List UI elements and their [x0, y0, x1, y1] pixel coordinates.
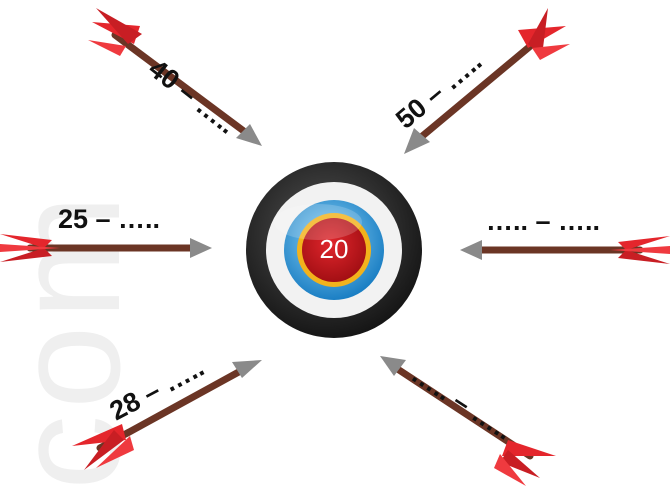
arrow-tip-icon — [404, 128, 430, 154]
arrow-tip-icon — [380, 356, 406, 376]
arrow-tip-icon — [460, 240, 482, 260]
arrow-tip-icon — [190, 238, 212, 258]
arrow-left — [0, 234, 212, 262]
label-left: 25 – ….. — [58, 204, 161, 234]
arrow-bottom-right — [380, 356, 556, 486]
arrow-tip-icon — [236, 124, 262, 146]
arrow-tip-icon — [232, 360, 262, 378]
arrow-right — [460, 236, 670, 264]
arrow-top-right — [404, 8, 570, 154]
arrow-bottom-left — [72, 360, 262, 470]
label-right: ….. – ….. — [486, 206, 601, 236]
arrow-fletching-icon — [0, 234, 52, 248]
arrow-fletching-icon — [502, 440, 556, 456]
target-icon — [246, 162, 422, 338]
target-center-value: 20 — [319, 234, 349, 264]
arrow-fletching-icon — [618, 236, 670, 250]
target-bullseye — [302, 218, 366, 282]
arrow-top-left — [88, 8, 262, 146]
